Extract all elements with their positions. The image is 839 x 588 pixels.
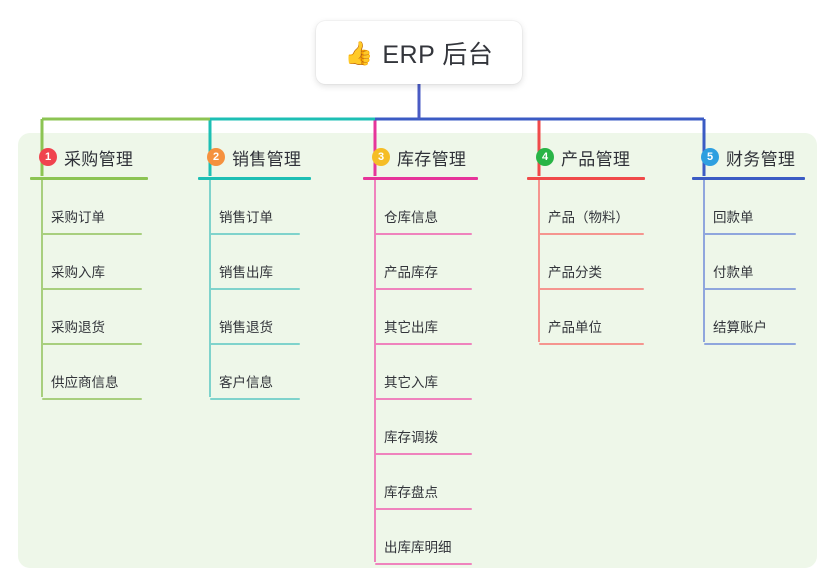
leaf-node-rule [375,343,472,345]
leaf-node[interactable]: 销售出库 [198,235,311,290]
leaf-node[interactable]: 产品单位 [527,290,645,345]
branch-leaf-list: 仓库信息产品库存其它出库其它入库库存调拨库存盘点出库库明细 [363,180,478,565]
leaf-node-label: 产品分类 [548,265,602,280]
leaf-node[interactable]: 产品（物料） [527,180,645,235]
leaf-node-label: 付款单 [713,265,754,280]
leaf-node-rule [375,508,472,510]
branch-header-产品管理[interactable]: 4 产品管理 [527,144,645,170]
leaf-node-label: 库存盘点 [384,485,438,500]
leaf-node-label: 销售出库 [219,265,273,280]
leaf-node-rule [210,288,300,290]
branch-column-销售管理: 2 销售管理销售订单销售出库销售退货客户信息 [198,144,311,400]
branch-number-badge: 2 [207,148,225,166]
leaf-node[interactable]: 结算账户 [692,290,805,345]
branch-leaf-list: 产品（物料） 产品分类产品单位 [527,180,645,345]
leaf-node-rule [375,453,472,455]
branch-header-rule [692,177,805,180]
thumbs-up-emoji: 👍 [344,40,374,66]
branch-header-采购管理[interactable]: 1 采购管理 [30,144,148,170]
leaf-node-rule [704,288,796,290]
leaf-node[interactable]: 仓库信息 [363,180,478,235]
leaf-node-rule [539,343,644,345]
leaf-node-rule [210,233,300,235]
leaf-node-rule [375,233,472,235]
leaf-node-rule [375,288,472,290]
branch-leaf-list: 销售订单销售出库销售退货客户信息 [198,180,311,400]
leaf-node-label: 产品（物料） [548,210,629,225]
leaf-node[interactable]: 客户信息 [198,345,311,400]
leaf-node[interactable]: 采购退货 [30,290,148,345]
branch-leaf-list: 回款单付款单结算账户 [692,180,805,345]
leaf-node-label: 产品单位 [548,320,602,335]
leaf-node-rule [210,398,300,400]
leaf-node-label: 采购订单 [51,210,105,225]
leaf-node[interactable]: 付款单 [692,235,805,290]
leaf-node[interactable]: 采购订单 [30,180,148,235]
leaf-node[interactable]: 出库库明细 [363,510,478,565]
leaf-node-rule [539,233,644,235]
branch-header-rule [30,177,148,180]
leaf-node-label: 结算账户 [713,320,767,335]
branch-number-badge: 5 [701,148,719,166]
leaf-node-label: 出库库明细 [384,540,452,555]
branch-title-label: 采购管理 [64,149,134,169]
branch-column-财务管理: 5 财务管理回款单付款单结算账户 [692,144,805,345]
root-node-label: ERP 后台 [382,40,494,69]
leaf-node-label: 供应商信息 [51,375,119,390]
branch-header-rule [363,177,478,180]
branch-header-销售管理[interactable]: 2 销售管理 [198,144,311,170]
leaf-node-rule [42,288,142,290]
branch-number-badge: 3 [372,148,390,166]
leaf-node-label: 采购退货 [51,320,105,335]
leaf-node[interactable]: 其它出库 [363,290,478,345]
branch-leaf-list: 采购订单采购入库采购退货供应商信息 [30,180,148,400]
leaf-node-label: 其它入库 [384,375,438,390]
leaf-node[interactable]: 产品库存 [363,235,478,290]
branch-column-采购管理: 1 采购管理采购订单采购入库采购退货供应商信息 [30,144,148,400]
leaf-node-label: 回款单 [713,210,754,225]
leaf-node[interactable]: 库存盘点 [363,455,478,510]
leaf-node[interactable]: 其它入库 [363,345,478,400]
leaf-node-label: 库存调拨 [384,430,438,445]
leaf-node-label: 产品库存 [384,265,438,280]
root-node-card[interactable]: 👍 ERP 后台 [316,21,522,84]
branch-column-库存管理: 3 库存管理仓库信息产品库存其它出库其它入库库存调拨库存盘点出库库明细 [363,144,478,565]
branches-background-panel [18,133,817,568]
branch-number-badge: 4 [536,148,554,166]
branch-header-rule [198,177,311,180]
branch-number-badge: 1 [39,148,57,166]
leaf-node[interactable]: 产品分类 [527,235,645,290]
branch-header-财务管理[interactable]: 5 财务管理 [692,144,805,170]
leaf-node-rule [42,398,142,400]
branch-title-label: 产品管理 [561,149,631,169]
leaf-node[interactable]: 采购入库 [30,235,148,290]
leaf-node-rule [375,398,472,400]
branch-column-产品管理: 4 产品管理产品（物料） 产品分类产品单位 [527,144,645,345]
leaf-node-rule [42,233,142,235]
branch-header-rule [527,177,645,180]
leaf-node-label: 采购入库 [51,265,105,280]
leaf-node-label: 客户信息 [219,375,273,390]
leaf-node-label: 销售退货 [219,320,273,335]
leaf-node-rule [375,563,472,565]
branch-header-库存管理[interactable]: 3 库存管理 [363,144,478,170]
leaf-node-rule [42,343,142,345]
leaf-node[interactable]: 库存调拨 [363,400,478,455]
leaf-node-rule [704,343,796,345]
leaf-node[interactable]: 销售订单 [198,180,311,235]
leaf-node-rule [539,288,644,290]
leaf-node-rule [704,233,796,235]
branch-title-label: 财务管理 [726,149,796,169]
leaf-node-label: 其它出库 [384,320,438,335]
leaf-node-label: 仓库信息 [384,210,438,225]
leaf-node-rule [210,343,300,345]
leaf-node[interactable]: 回款单 [692,180,805,235]
leaf-node-label: 销售订单 [219,210,273,225]
branch-title-label: 销售管理 [232,149,302,169]
branch-title-label: 库存管理 [397,149,467,169]
leaf-node[interactable]: 销售退货 [198,290,311,345]
leaf-node[interactable]: 供应商信息 [30,345,148,400]
